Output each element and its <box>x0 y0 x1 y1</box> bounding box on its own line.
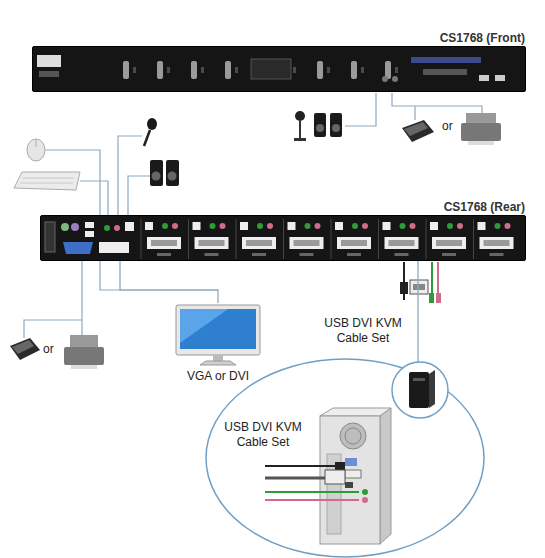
rear-microphone <box>144 118 157 146</box>
cable-set-caption: USB DVI KVM Cable Set <box>213 420 313 450</box>
rear-usb-drive <box>10 338 40 360</box>
cable-set-label: USB DVI KVM Cable Set <box>314 316 412 346</box>
or-label: or <box>442 119 453 134</box>
computer-callout-drawing <box>205 358 485 558</box>
front-printer <box>461 113 501 145</box>
panel-heading: CS1768 (Rear) <box>444 200 525 215</box>
mouse <box>27 139 45 161</box>
cable-connector <box>417 261 418 374</box>
computer-callout: USB DVI KVM Cable Set <box>205 358 485 558</box>
cable-set-plugs <box>400 262 441 303</box>
kvm-front-panel: CS1768 (Front) <box>32 46 526 92</box>
or-label: or <box>43 342 54 357</box>
front-usb-drive <box>402 120 434 142</box>
keyboard <box>14 172 80 190</box>
kvm-rear-panel: CS1768 (Rear) <box>40 215 526 261</box>
monitor-caption: VGA or DVI <box>166 369 270 384</box>
kvm-front-panel-drawing <box>33 47 527 93</box>
kvm-rear-panel-drawing <box>41 216 527 262</box>
monitor: VGA or DVI <box>166 303 270 386</box>
cable-connector <box>120 261 218 303</box>
front-microphone <box>294 111 306 141</box>
rear-speakers <box>150 160 179 186</box>
panel-heading: CS1768 (Front) <box>440 31 525 46</box>
front-speakers <box>314 113 342 137</box>
rear-printer <box>64 335 104 369</box>
